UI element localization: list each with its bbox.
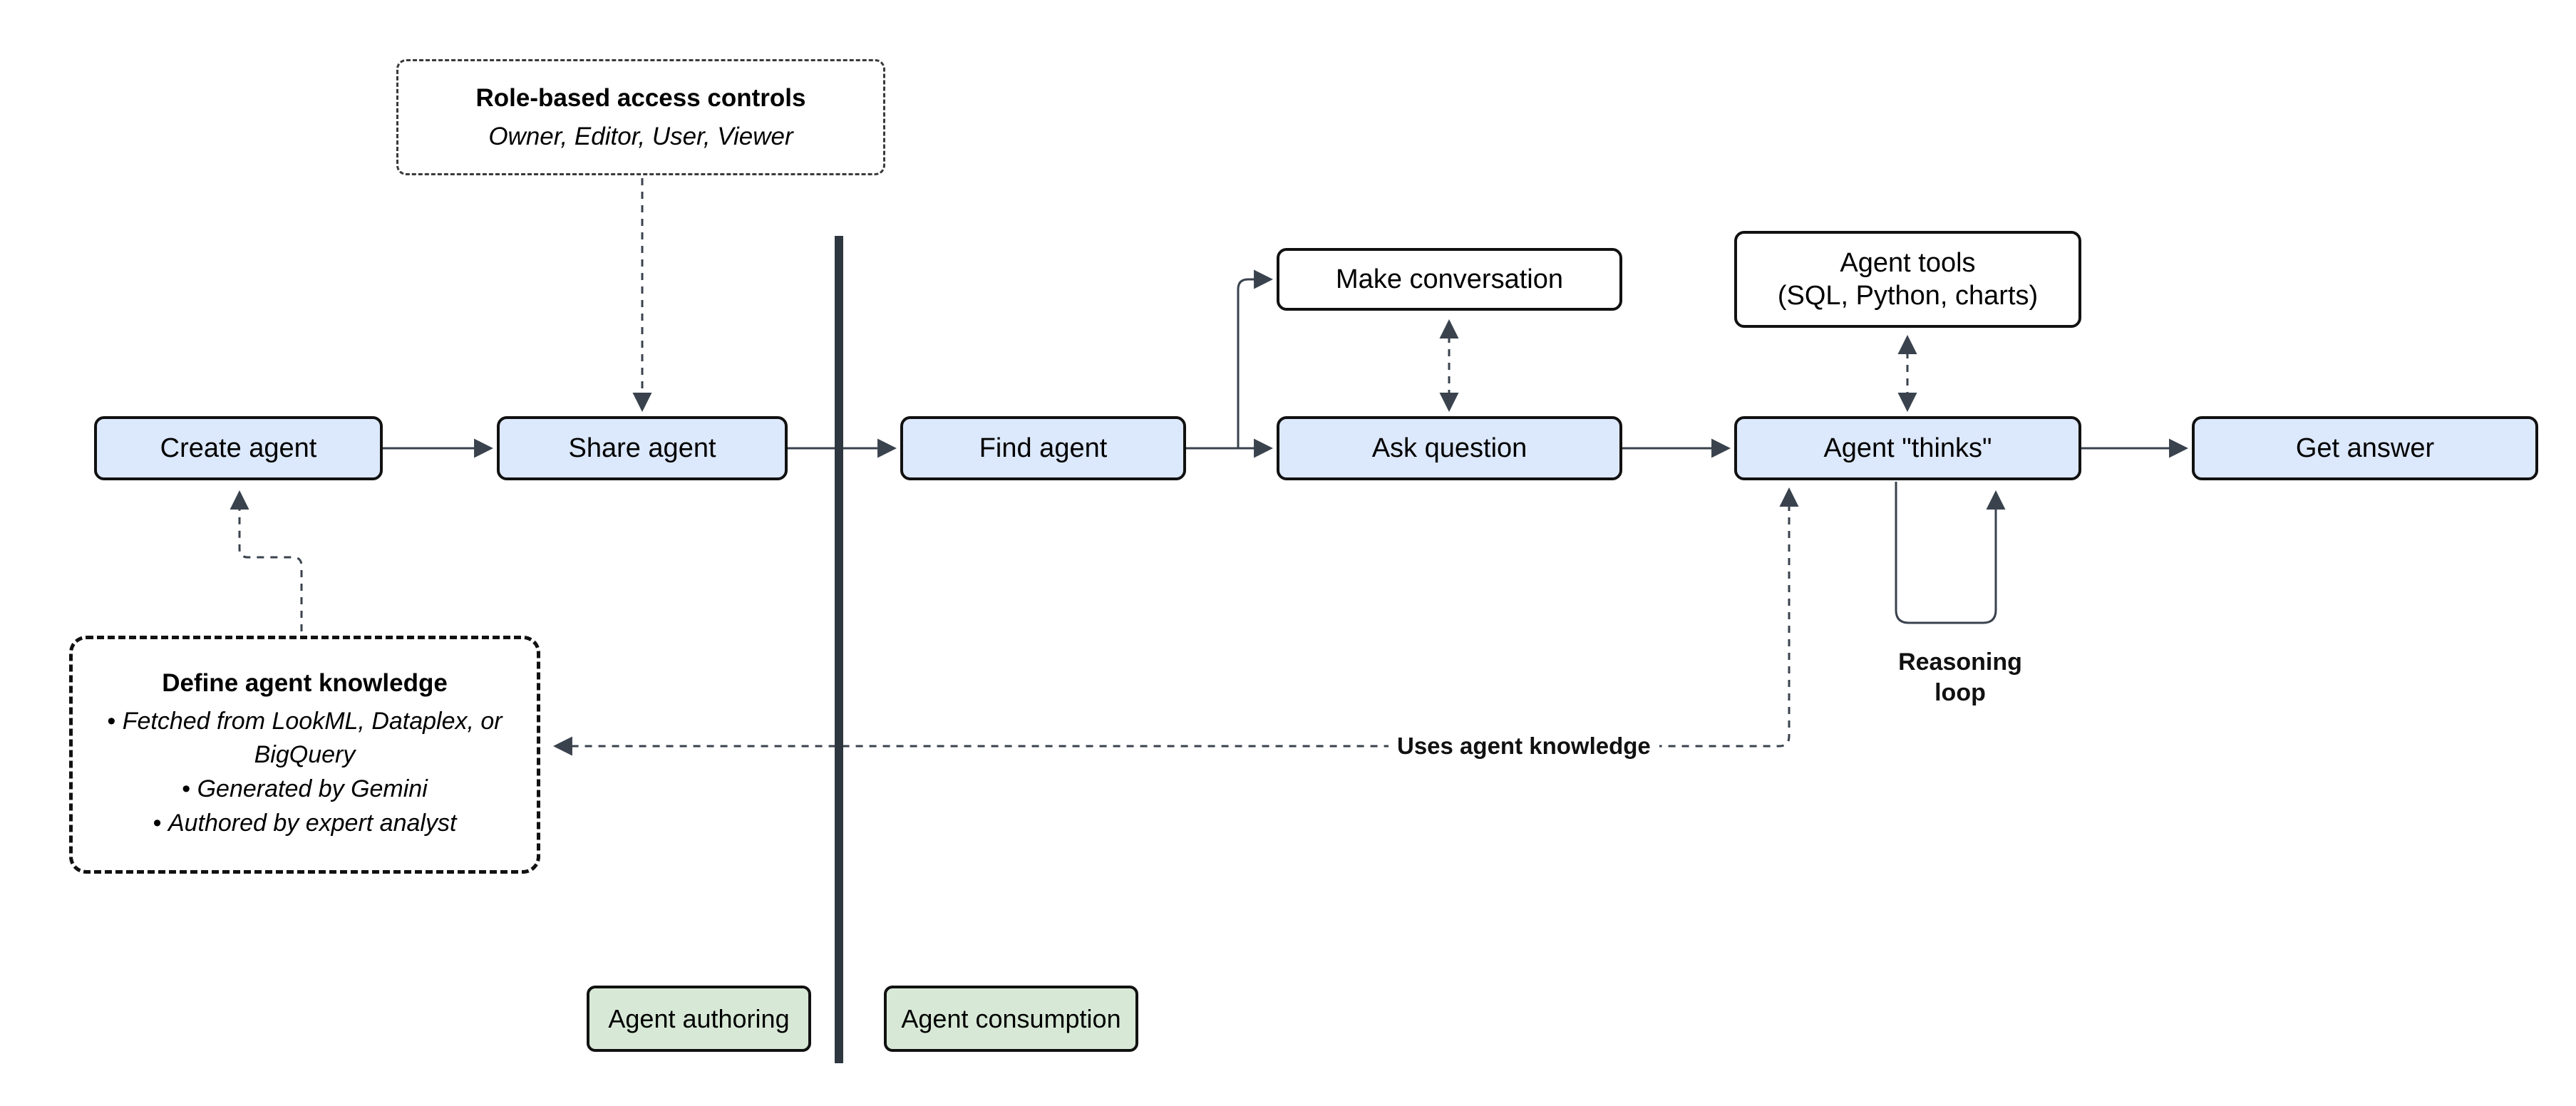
knowledge-bullet-generated: Generated by Gemini [182, 772, 428, 807]
node-share-agent: Share agent [497, 416, 788, 480]
callout-role-based-access-roles: Owner, Editor, User, Viewer [488, 122, 793, 150]
zone-agent-authoring: Agent authoring [587, 986, 811, 1052]
zone-agent-consumption-label: Agent consumption [901, 1003, 1121, 1033]
node-get-answer-label: Get answer [2295, 433, 2435, 463]
authoring-consumption-divider [835, 236, 843, 1063]
node-share-agent-label: Share agent [568, 433, 716, 463]
node-make-conversation-label: Make conversation [1336, 264, 1563, 294]
callout-define-agent-knowledge: Define agent knowledge Fetched from Look… [69, 636, 540, 874]
node-agent-tools-label-line1: Agent tools [1840, 247, 1976, 278]
node-create-agent-label: Create agent [160, 433, 317, 463]
node-find-agent-label: Find agent [979, 433, 1108, 463]
edge-find-to-make-conversation [1237, 269, 1274, 448]
node-agent-thinks-label: Agent "thinks" [1823, 433, 1992, 463]
callout-define-agent-knowledge-title: Define agent knowledge [162, 668, 448, 697]
edge-reasoning-loop [1895, 482, 2006, 624]
node-ask-question-label: Ask question [1371, 433, 1527, 463]
node-ask-question: Ask question [1277, 416, 1622, 480]
reasoning-loop-label: Reasoning loop [1898, 648, 2022, 706]
edge-define-to-create [230, 490, 303, 631]
node-agent-thinks: Agent "thinks" [1734, 416, 2081, 480]
node-agent-tools: Agent tools (SQL, Python, charts) [1734, 231, 2081, 328]
knowledge-bullet-fetched: Fetched from LookML, Dataplex, or BigQue… [96, 705, 513, 772]
node-make-conversation: Make conversation [1277, 248, 1622, 311]
node-create-agent: Create agent [94, 416, 383, 480]
callout-role-based-access: Role-based access controls Owner, Editor… [396, 59, 885, 175]
callout-role-based-access-title: Role-based access controls [475, 83, 806, 112]
node-find-agent: Find agent [900, 416, 1186, 480]
node-get-answer: Get answer [2192, 416, 2538, 480]
zone-agent-consumption: Agent consumption [884, 986, 1138, 1052]
uses-agent-knowledge-label: Uses agent knowledge [1389, 728, 1659, 764]
knowledge-bullet-authored: Authored by expert analyst [153, 807, 456, 841]
edge-uses-agent-knowledge [552, 487, 1799, 756]
node-agent-tools-label-line2: (SQL, Python, charts) [1777, 281, 2039, 311]
zone-agent-authoring-label: Agent authoring [608, 1003, 790, 1033]
